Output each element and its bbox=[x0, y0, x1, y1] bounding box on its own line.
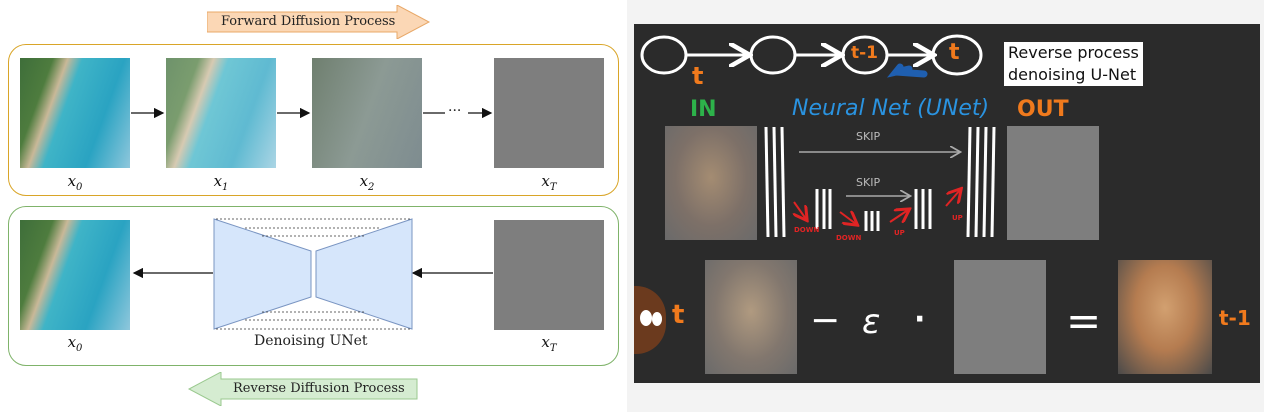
noisy-dog-input bbox=[665, 126, 757, 240]
diffusion-diagram-panel: Forward Diffusion Process ··· x0 x1 x2 x… bbox=[0, 0, 627, 412]
forward-arrows bbox=[131, 107, 493, 279]
reverse-process-caption: Reverse process denoising U-Net bbox=[1004, 42, 1143, 86]
down-label-2: DOWN bbox=[836, 234, 862, 242]
predicted-noise-output bbox=[1007, 126, 1099, 240]
forward-process-title: Forward Diffusion Process bbox=[221, 14, 396, 29]
chain-node-t-minus-1: t-1 bbox=[851, 43, 879, 63]
equation-minus: − bbox=[810, 300, 841, 341]
unet-shape bbox=[213, 218, 413, 330]
landscape-image-x0 bbox=[20, 58, 130, 168]
equation-dot: · bbox=[914, 302, 926, 337]
equation-equals: = bbox=[1066, 296, 1102, 345]
label-xT: xT bbox=[541, 172, 557, 193]
caption-line-2: denoising U-Net bbox=[1008, 65, 1137, 84]
forward-process-box bbox=[8, 44, 619, 196]
reverse-process-box bbox=[8, 206, 619, 366]
caption-line-1: Reverse process bbox=[1008, 43, 1139, 62]
down-label-1: DOWN bbox=[794, 226, 820, 234]
up-label-1: UP bbox=[894, 229, 905, 237]
label-reverse-xT: xT bbox=[541, 333, 557, 354]
whiteboard-drawings bbox=[640, 34, 996, 238]
noisy-dog-equation bbox=[705, 260, 797, 374]
label-x0: x0 bbox=[67, 172, 83, 193]
noisy-image-x2 bbox=[312, 58, 422, 168]
chain-node-t: t bbox=[949, 40, 960, 65]
skip-label-bottom: SKIP bbox=[856, 176, 881, 189]
equation-t: t bbox=[672, 300, 685, 330]
t-marker: t bbox=[692, 62, 704, 90]
forward-process-arrow: Forward Diffusion Process bbox=[207, 5, 431, 39]
equation-epsilon: ε bbox=[862, 302, 881, 342]
ellipsis: ··· bbox=[448, 103, 462, 119]
out-label: OUT bbox=[1017, 97, 1069, 122]
reverse-process-title: Reverse Diffusion Process bbox=[233, 381, 405, 396]
noisy-image-x1 bbox=[166, 58, 276, 168]
whiteboard: t-1 t t Reverse process denoising U-Net … bbox=[634, 24, 1260, 383]
reverse-process-arrow: Reverse Diffusion Process bbox=[187, 372, 419, 406]
label-x1: x1 bbox=[213, 172, 229, 193]
unet-label: Denoising UNet bbox=[254, 333, 368, 349]
denoised-landscape-image-x0 bbox=[20, 220, 130, 330]
clean-dog-output bbox=[1118, 260, 1212, 374]
neural-net-label: Neural Net (UNet) bbox=[792, 96, 990, 121]
label-x2: x2 bbox=[359, 172, 375, 193]
label-reverse-x0: x0 bbox=[67, 333, 83, 354]
pure-noise-image-xT bbox=[494, 58, 604, 168]
up-label-2: UP bbox=[952, 214, 963, 222]
noise-equation bbox=[954, 260, 1046, 374]
noise-input-image-xT bbox=[494, 220, 604, 330]
in-label: IN bbox=[690, 97, 717, 122]
skip-label-top: SKIP bbox=[856, 130, 881, 143]
equation-t-minus-1: t-1 bbox=[1219, 306, 1251, 330]
